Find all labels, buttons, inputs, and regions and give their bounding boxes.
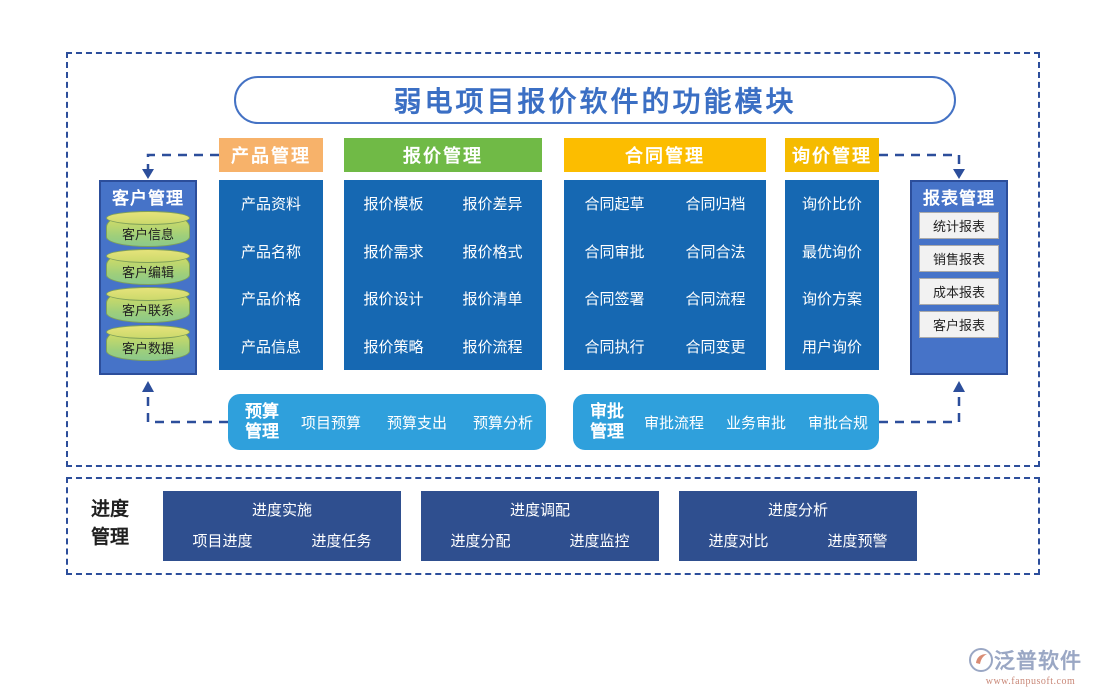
watermark: 泛普软件 www.fanpusoft.com: [968, 645, 1093, 691]
bar-item[interactable]: 预算分析: [472, 414, 533, 432]
progress-subitems: 进度对比 进度预警: [679, 530, 917, 551]
header-contract-management[interactable]: 合同管理: [564, 138, 766, 172]
progress-subitem[interactable]: 进度对比: [708, 533, 769, 550]
bar-item[interactable]: 预算支出: [386, 414, 447, 432]
progress-label-line2: 管理: [90, 526, 129, 548]
progress-subitem[interactable]: 进度监控: [569, 533, 630, 550]
progress-subitem[interactable]: 进度预警: [827, 533, 888, 550]
progress-group-title: 进度调配: [509, 502, 570, 519]
database-cylinder-icon[interactable]: 客户编辑: [106, 249, 190, 285]
watermark-brand-row: 泛普软件: [968, 645, 1093, 675]
progress-subitem[interactable]: 进度分配: [450, 533, 511, 550]
panel-item[interactable]: 报价模板: [363, 196, 424, 214]
customer-management-box: 客户管理 客户信息客户编辑客户联系客户数据: [99, 180, 197, 375]
panel-item[interactable]: 报价格式: [462, 243, 523, 261]
progress-section-frame: [66, 477, 1040, 575]
database-cylinder-icon[interactable]: 客户信息: [106, 211, 190, 247]
progress-group-title: 进度实施: [251, 502, 312, 519]
progress-group-implementation[interactable]: 进度实施 项目进度 进度任务: [163, 491, 401, 561]
bar-item[interactable]: 业务审批: [725, 414, 786, 432]
panel-item[interactable]: 合同归档: [685, 196, 746, 214]
progress-subitems: 项目进度 进度任务: [163, 530, 401, 551]
report-chip[interactable]: 客户报表: [919, 311, 999, 338]
panel-item[interactable]: 询价方案: [801, 291, 862, 309]
bar-item[interactable]: 项目预算: [300, 414, 361, 432]
panel-item[interactable]: 报价差异: [462, 196, 523, 214]
panel-item[interactable]: 合同合法: [685, 243, 746, 261]
panel-item[interactable]: 产品资料: [240, 196, 301, 214]
cylinder-label: 客户编辑: [121, 265, 174, 280]
panel-item[interactable]: 合同签署: [584, 291, 645, 309]
report-chip-list: 统计报表销售报表成本报表客户报表: [912, 212, 1006, 338]
panel-item[interactable]: 产品价格: [240, 291, 301, 309]
panel-item[interactable]: 用户询价: [801, 338, 862, 356]
bar-item[interactable]: 审批流程: [643, 414, 704, 432]
progress-label-line1: 进度: [90, 498, 129, 520]
budget-item-list: 项目预算 预算支出 预算分析: [288, 412, 546, 433]
panel-item[interactable]: 报价设计: [363, 291, 424, 309]
watermark-brand: 泛普软件: [994, 649, 1082, 673]
budget-title-line2: 管理: [245, 422, 279, 441]
progress-subitems: 进度分配 进度监控: [421, 530, 659, 551]
watermark-url: www.fanpusoft.com: [985, 676, 1076, 687]
panel-product-management: 产品资料产品名称产品价格产品信息: [219, 180, 323, 370]
progress-group-allocation[interactable]: 进度调配 进度分配 进度监控: [421, 491, 659, 561]
approval-title-line1: 审批: [590, 402, 624, 421]
header-quote-management[interactable]: 报价管理: [344, 138, 542, 172]
customer-cylinder-list: 客户信息客户编辑客户联系客户数据: [101, 211, 195, 361]
page-title: 弱电项目报价软件的功能模块: [393, 85, 797, 118]
panel-item[interactable]: 报价策略: [363, 338, 424, 356]
panel-item[interactable]: 合同流程: [685, 291, 746, 309]
cylinder-label: 客户数据: [121, 341, 174, 356]
panel-item[interactable]: 合同起草: [584, 196, 645, 214]
budget-management-bar: 预算 管理 项目预算 预算支出 预算分析: [228, 394, 546, 450]
cylinder-label: 客户信息: [121, 227, 174, 242]
report-chip[interactable]: 统计报表: [919, 212, 999, 239]
report-management-box: 报表管理 统计报表销售报表成本报表客户报表: [910, 180, 1008, 375]
budget-title-line1: 预算: [245, 402, 279, 421]
approval-item-list: 审批流程 业务审批 审批合规: [633, 412, 879, 433]
database-cylinder-icon[interactable]: 客户联系: [106, 287, 190, 323]
panel-item[interactable]: 报价清单: [462, 291, 523, 309]
panel-item[interactable]: 报价流程: [462, 338, 523, 356]
panel-item[interactable]: 报价需求: [363, 243, 424, 261]
progress-group-title: 进度分析: [767, 502, 828, 519]
panel-item[interactable]: 合同执行: [584, 338, 645, 356]
approval-management-bar: 审批 管理 审批流程 业务审批 审批合规: [573, 394, 879, 450]
fanpu-logo-icon: [969, 647, 993, 673]
panel-item[interactable]: 最优询价: [801, 243, 862, 261]
budget-management-title: 预算 管理: [236, 402, 288, 442]
report-chip[interactable]: 成本报表: [919, 278, 999, 305]
progress-subitem[interactable]: 进度任务: [311, 533, 372, 550]
main-section-frame: [66, 52, 1040, 467]
progress-group-analysis[interactable]: 进度分析 进度对比 进度预警: [679, 491, 917, 561]
report-chip[interactable]: 销售报表: [919, 245, 999, 272]
panel-item[interactable]: 合同变更: [685, 338, 746, 356]
database-cylinder-icon[interactable]: 客户数据: [106, 325, 190, 361]
progress-management-label: 进度 管理: [78, 495, 142, 551]
approval-management-title: 审批 管理: [581, 402, 633, 442]
panel-item[interactable]: 合同审批: [584, 243, 645, 261]
panel-inquiry-management: 询价比价最优询价询价方案用户询价: [785, 180, 879, 370]
progress-subitem[interactable]: 项目进度: [192, 533, 253, 550]
panel-quote-management: 报价模板 报价差异报价需求 报价格式报价设计 报价清单报价策略 报价流程: [344, 180, 542, 370]
panel-item[interactable]: 产品名称: [240, 243, 301, 261]
panel-contract-management: 合同起草 合同归档合同审批 合同合法合同签署 合同流程合同执行 合同变更: [564, 180, 766, 370]
diagram-title-box: 弱电项目报价软件的功能模块: [234, 76, 956, 124]
cylinder-label: 客户联系: [121, 303, 174, 318]
header-inquiry-management[interactable]: 询价管理: [785, 138, 879, 172]
panel-item[interactable]: 询价比价: [801, 196, 862, 214]
panel-item[interactable]: 产品信息: [240, 338, 301, 356]
header-product-management[interactable]: 产品管理: [219, 138, 323, 172]
report-management-title: 报表管理: [923, 189, 995, 208]
bar-item[interactable]: 审批合规: [807, 414, 868, 432]
customer-management-title: 客户管理: [112, 189, 184, 208]
approval-title-line2: 管理: [590, 422, 624, 441]
